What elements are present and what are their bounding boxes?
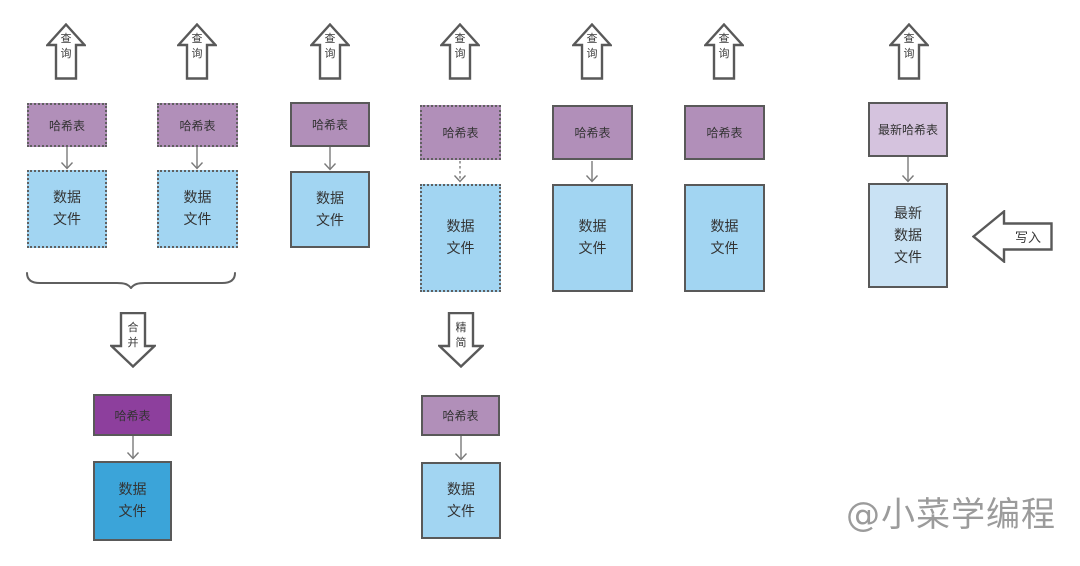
hash-table-label: 哈希表 [442, 126, 479, 140]
brace-icon [26, 272, 236, 289]
data-file-label: 数据文件 [447, 481, 475, 520]
query-arrow-label: 查询 [586, 32, 598, 60]
flow-arrow-icon [60, 147, 74, 170]
query-arrow-1: 查询 [44, 22, 88, 80]
down-arrow-icon [108, 311, 158, 369]
compacted-hash-table-box: 哈希表 [421, 395, 500, 436]
up-arrow-icon [308, 22, 352, 80]
up-arrow-icon [175, 22, 219, 80]
up-arrow-icon [44, 22, 88, 80]
query-arrow-label: 查询 [903, 32, 915, 60]
flow-arrow-icon [585, 161, 599, 183]
data-file-label: 数据文件 [446, 219, 475, 257]
data-file-label: 数据文件 [118, 482, 147, 520]
hash-table-box-4: 哈希表 [420, 105, 501, 160]
query-arrow-label: 查询 [191, 32, 203, 60]
data-file-label: 数据文件 [710, 219, 739, 257]
data-file-label: 数据文件 [578, 219, 607, 257]
query-arrow-3: 查询 [308, 22, 352, 80]
flow-arrow-icon [323, 147, 337, 171]
flow-arrow-icon [901, 157, 915, 183]
query-arrow-2: 查询 [175, 22, 219, 80]
up-arrow-icon [887, 22, 931, 80]
latest-data-file-box: 最新数据文件 [868, 183, 948, 288]
data-file-label: 数据文件 [183, 190, 212, 228]
write-arrow: 写入 [971, 208, 1053, 265]
down-arrow-icon [436, 311, 486, 369]
query-arrow-7: 查询 [887, 22, 931, 80]
merged-hash-table-box: 哈希表 [93, 394, 172, 436]
hash-table-box-3: 哈希表 [290, 102, 370, 147]
up-arrow-icon [702, 22, 746, 80]
query-arrow-label: 查询 [454, 32, 466, 60]
data-file-label: 最新数据文件 [894, 205, 922, 266]
data-file-label: 数据文件 [316, 190, 344, 229]
data-file-box-2: 数据文件 [157, 170, 238, 248]
query-arrow-label: 查询 [718, 32, 730, 60]
data-file-box-4: 数据文件 [420, 184, 501, 292]
query-arrow-5: 查询 [570, 22, 614, 80]
watermark: @小菜学编程 [846, 495, 1056, 535]
hash-table-label: 哈希表 [179, 118, 216, 133]
merge-arrow: 合并 [108, 311, 158, 369]
query-arrow-label: 查询 [324, 32, 336, 60]
query-arrow-4: 查询 [438, 22, 482, 80]
data-file-box-1: 数据文件 [27, 170, 107, 248]
hash-table-label: 哈希表 [48, 118, 85, 133]
compact-arrow: 精简 [436, 311, 486, 369]
query-arrow-label: 查询 [60, 32, 72, 60]
hash-table-label: 哈希表 [114, 408, 151, 423]
compact-arrow-label: 精简 [455, 321, 467, 349]
hash-table-label: 哈希表 [706, 126, 743, 140]
hash-table-box-6: 哈希表 [684, 105, 765, 160]
hash-table-label: 最新哈希表 [877, 123, 938, 137]
latest-hash-table-box: 最新哈希表 [868, 102, 948, 157]
flow-arrow-dotted-icon [453, 161, 467, 183]
hash-table-label: 哈希表 [574, 126, 611, 140]
flow-arrow-icon [126, 436, 140, 460]
hash-table-label: 哈希表 [442, 409, 479, 423]
hash-table-box-5: 哈希表 [552, 105, 633, 160]
left-arrow-icon [971, 208, 1053, 265]
data-file-box-3: 数据文件 [290, 171, 370, 248]
up-arrow-icon [438, 22, 482, 80]
flow-arrow-icon [190, 147, 204, 170]
data-file-box-5: 数据文件 [552, 184, 633, 292]
compacted-data-file-box: 数据文件 [421, 462, 501, 539]
data-file-box-6: 数据文件 [684, 184, 765, 292]
flow-arrow-icon [454, 436, 468, 461]
up-arrow-icon [570, 22, 614, 80]
write-arrow-label: 写入 [1014, 231, 1041, 246]
hash-table-label: 哈希表 [311, 118, 348, 132]
hash-table-box-1: 哈希表 [27, 103, 107, 147]
merge-arrow-label: 合并 [127, 321, 139, 349]
hash-table-box-2: 哈希表 [157, 103, 238, 147]
merged-data-file-box: 数据文件 [93, 461, 172, 541]
query-arrow-6: 查询 [702, 22, 746, 80]
data-file-label: 数据文件 [53, 190, 81, 228]
